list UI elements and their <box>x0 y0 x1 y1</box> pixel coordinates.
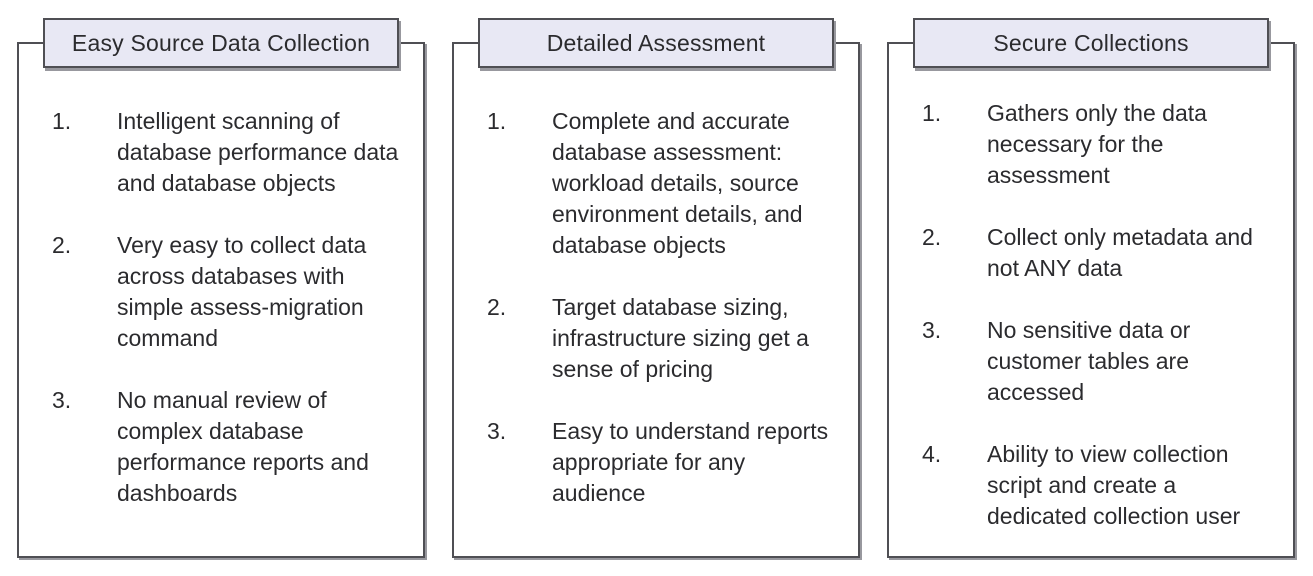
list-item: 2. Target database sizing, infrastructur… <box>487 292 852 385</box>
panel-header: Easy Source Data Collection <box>43 18 399 68</box>
list-item: 1. Gathers only the data necessary for t… <box>922 98 1287 191</box>
item-text: Intelligent scanning of database perform… <box>117 108 399 196</box>
panel-title: Secure Collections <box>993 29 1189 56</box>
item-number: 2. <box>52 232 72 258</box>
item-number: 4. <box>922 441 942 467</box>
numbered-list: 1. Intelligent scanning of database perf… <box>19 44 423 509</box>
panel-title: Easy Source Data Collection <box>71 29 371 56</box>
numbered-list: 1. Complete and accurate database assess… <box>454 44 858 509</box>
panel-header: Secure Collections <box>913 18 1269 68</box>
panel-detailed-assessment: Detailed Assessment 1. Complete and accu… <box>452 18 860 558</box>
item-number: 1. <box>922 100 942 126</box>
item-text: No manual review of complex database per… <box>117 387 369 506</box>
item-text: Target database sizing, infrastructure s… <box>552 294 809 382</box>
list-item: 4. Ability to view collection script and… <box>922 439 1287 532</box>
list-item: 2. Collect only metadata and not ANY dat… <box>922 222 1287 284</box>
list-item: 3. Easy to understand reports appropriat… <box>487 416 852 509</box>
panel-secure-collections: Secure Collections 1. Gathers only the d… <box>887 18 1295 558</box>
list-item: 1. Complete and accurate database assess… <box>487 106 852 261</box>
list-item: 1. Intelligent scanning of database perf… <box>52 106 417 199</box>
item-text: No sensitive data or customer tables are… <box>987 317 1191 405</box>
item-text: Easy to understand reports appropriate f… <box>552 418 829 506</box>
item-number: 3. <box>52 387 72 413</box>
item-number: 2. <box>487 294 507 320</box>
item-number: 3. <box>922 317 942 343</box>
item-number: 1. <box>52 108 72 134</box>
item-text: Gathers only the data necessary for the … <box>987 100 1207 188</box>
item-number: 2. <box>922 224 942 250</box>
list-item: 2. Very easy to collect data across data… <box>52 230 417 354</box>
item-text: Ability to view collection script and cr… <box>987 441 1241 529</box>
list-item: 3. No manual review of complex database … <box>52 385 417 509</box>
item-number: 1. <box>487 108 507 134</box>
item-text: Collect only metadata and not ANY data <box>987 224 1253 281</box>
item-text: Very easy to collect data across databas… <box>117 232 367 351</box>
list-item: 3. No sensitive data or customer tables … <box>922 315 1287 408</box>
item-number: 3. <box>487 418 507 444</box>
item-text: Complete and accurate database assessmen… <box>552 108 803 258</box>
panel-header: Detailed Assessment <box>478 18 834 68</box>
numbered-list: 1. Gathers only the data necessary for t… <box>889 44 1293 532</box>
panel-title: Detailed Assessment <box>546 29 766 56</box>
panel-easy-source-data-collection: Easy Source Data Collection 1. Intellige… <box>17 18 425 558</box>
